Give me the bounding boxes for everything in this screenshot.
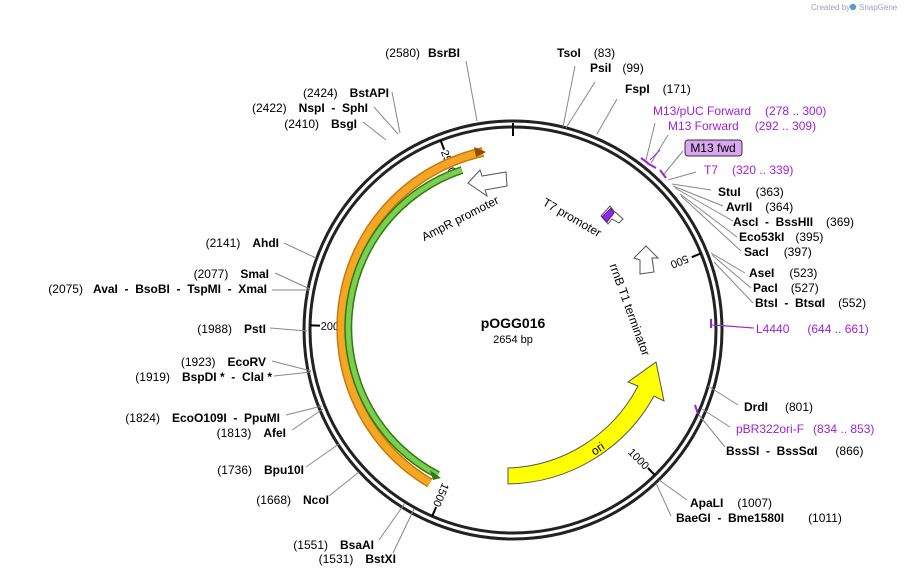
site-label-ncoi: (1668)NcoI <box>256 493 329 507</box>
site-label-psti: (1988)PstI <box>197 322 266 336</box>
ampr-green-fill <box>345 167 463 478</box>
primer-connectors <box>649 149 755 329</box>
bp-tick-mark <box>647 467 656 476</box>
backbone-outer-circle <box>302 119 724 541</box>
t7-primer-mark <box>601 207 615 223</box>
primer-label-pbr322ori-f: pBR322ori-F(834 .. 853) <box>736 422 874 436</box>
snapgene-credit: Created by SnapGene <box>811 3 898 12</box>
site-label-avrii: AvrII(364) <box>726 200 793 214</box>
site-label-psii: PsiI(99) <box>590 61 644 75</box>
snapgene-logo-icon <box>849 3 857 11</box>
site-label-baegi: BaeGI - Bme1580I(1011) <box>676 511 842 525</box>
bp-tick-mark <box>431 506 438 517</box>
site-label-ecorv: (1923)EcoRV <box>181 355 266 369</box>
site-label-ecoo109i: (1824)EcoO109I - PpuMI <box>125 411 280 425</box>
site-label-bsrbi: (2580)BsrBI <box>385 46 460 60</box>
site-label-eco53ki: Eco53kI(395) <box>739 230 823 244</box>
bp-tick-label: 1000 <box>625 446 651 472</box>
bp-tick-mark <box>439 139 446 151</box>
site-label-drdi: DrdI(801) <box>744 400 813 414</box>
primer-markers <box>640 157 712 415</box>
site-label-fspi: FspI(171) <box>625 82 691 96</box>
plasmid-name: pOGG016 <box>481 315 546 331</box>
label-connectors <box>269 60 754 554</box>
primer-label-m13-forward: M13 Forward(292 .. 309) <box>668 119 816 133</box>
m13-fwd-label: M13 fwd <box>690 141 735 155</box>
bp-tick-mark <box>691 252 702 259</box>
site-label-tsoi: TsoI(83) <box>557 46 615 60</box>
site-label-bstapi: (2424)BstAPI <box>303 86 389 100</box>
site-label-bstxi: (1531)BstXI <box>319 552 396 566</box>
primer-label-l4440: L4440(644 .. 661) <box>756 322 869 336</box>
bp-tick-label: 500 <box>669 252 691 270</box>
site-label-btsi: BtsI - BtsαI(552) <box>755 296 866 310</box>
site-label-ahdi: (2141)AhdI <box>206 236 279 250</box>
site-label-afei: (1813)AfeI <box>217 426 286 440</box>
ampr-orange-arc <box>336 147 485 488</box>
site-label-bpu10i: (1736)Bpu10I <box>217 463 304 477</box>
primer-label-m13-puc-forward: M13/pUC Forward(278 .. 300) <box>653 104 826 118</box>
site-label-avai-group: (2075)AvaI - BsoBI - TspMI - XmaI <box>48 282 267 296</box>
ampr-orange-arrowhead <box>474 147 486 157</box>
site-label-bsgi: (2410)BsgI <box>284 117 357 131</box>
site-label-bsssi: BssSI - BssSαI(866) <box>726 444 863 458</box>
ampr-green-arc <box>344 166 464 479</box>
credit-text: Created by <box>811 3 850 12</box>
site-labels: (2580)BsrBI TsoI(83) PsiI(99) FspI(171) … <box>48 46 874 566</box>
t7-promoter-label: T7 promoter <box>540 195 604 240</box>
bp-tick-label: 1500 <box>430 481 451 508</box>
site-label-apali: ApaLI(1007) <box>690 496 772 510</box>
ampr-promoter-arrow <box>467 169 508 198</box>
site-label-smai: (2077)SmaI <box>194 267 269 281</box>
site-label-bspdi-clai: (1919)BspDI * - ClaI * <box>135 370 272 384</box>
plasmid-size: 2654 bp <box>493 334 533 346</box>
rrnb-terminator-arrow <box>633 245 660 275</box>
ampr-promoter-label: AmpR promoter <box>419 193 501 244</box>
ori-feature <box>507 361 665 485</box>
site-label-bsaai: (1551)BsaAI <box>293 538 374 552</box>
primer-label-t7: T7(320 .. 339) <box>704 163 793 177</box>
ampr-green-arrowhead <box>430 470 441 480</box>
site-label-paci: PacI(527) <box>753 281 819 295</box>
ori-label: ori <box>588 439 607 458</box>
site-label-stui: StuI(363) <box>718 185 784 199</box>
m13-fwd-box <box>684 139 743 157</box>
site-label-nspi-sphi: (2422)NspI - SphI <box>252 101 368 115</box>
ampr-orange-fill <box>337 148 484 487</box>
credit-brand: SnapGene <box>859 3 898 12</box>
site-label-saci: SacI(397) <box>744 245 812 259</box>
site-label-asei: AseI(523) <box>749 266 817 280</box>
site-label-asci-bsshii: AscI - BssHII(369) <box>733 215 854 229</box>
rrnb-terminator-label: rrnB T1 terminator <box>607 262 653 358</box>
